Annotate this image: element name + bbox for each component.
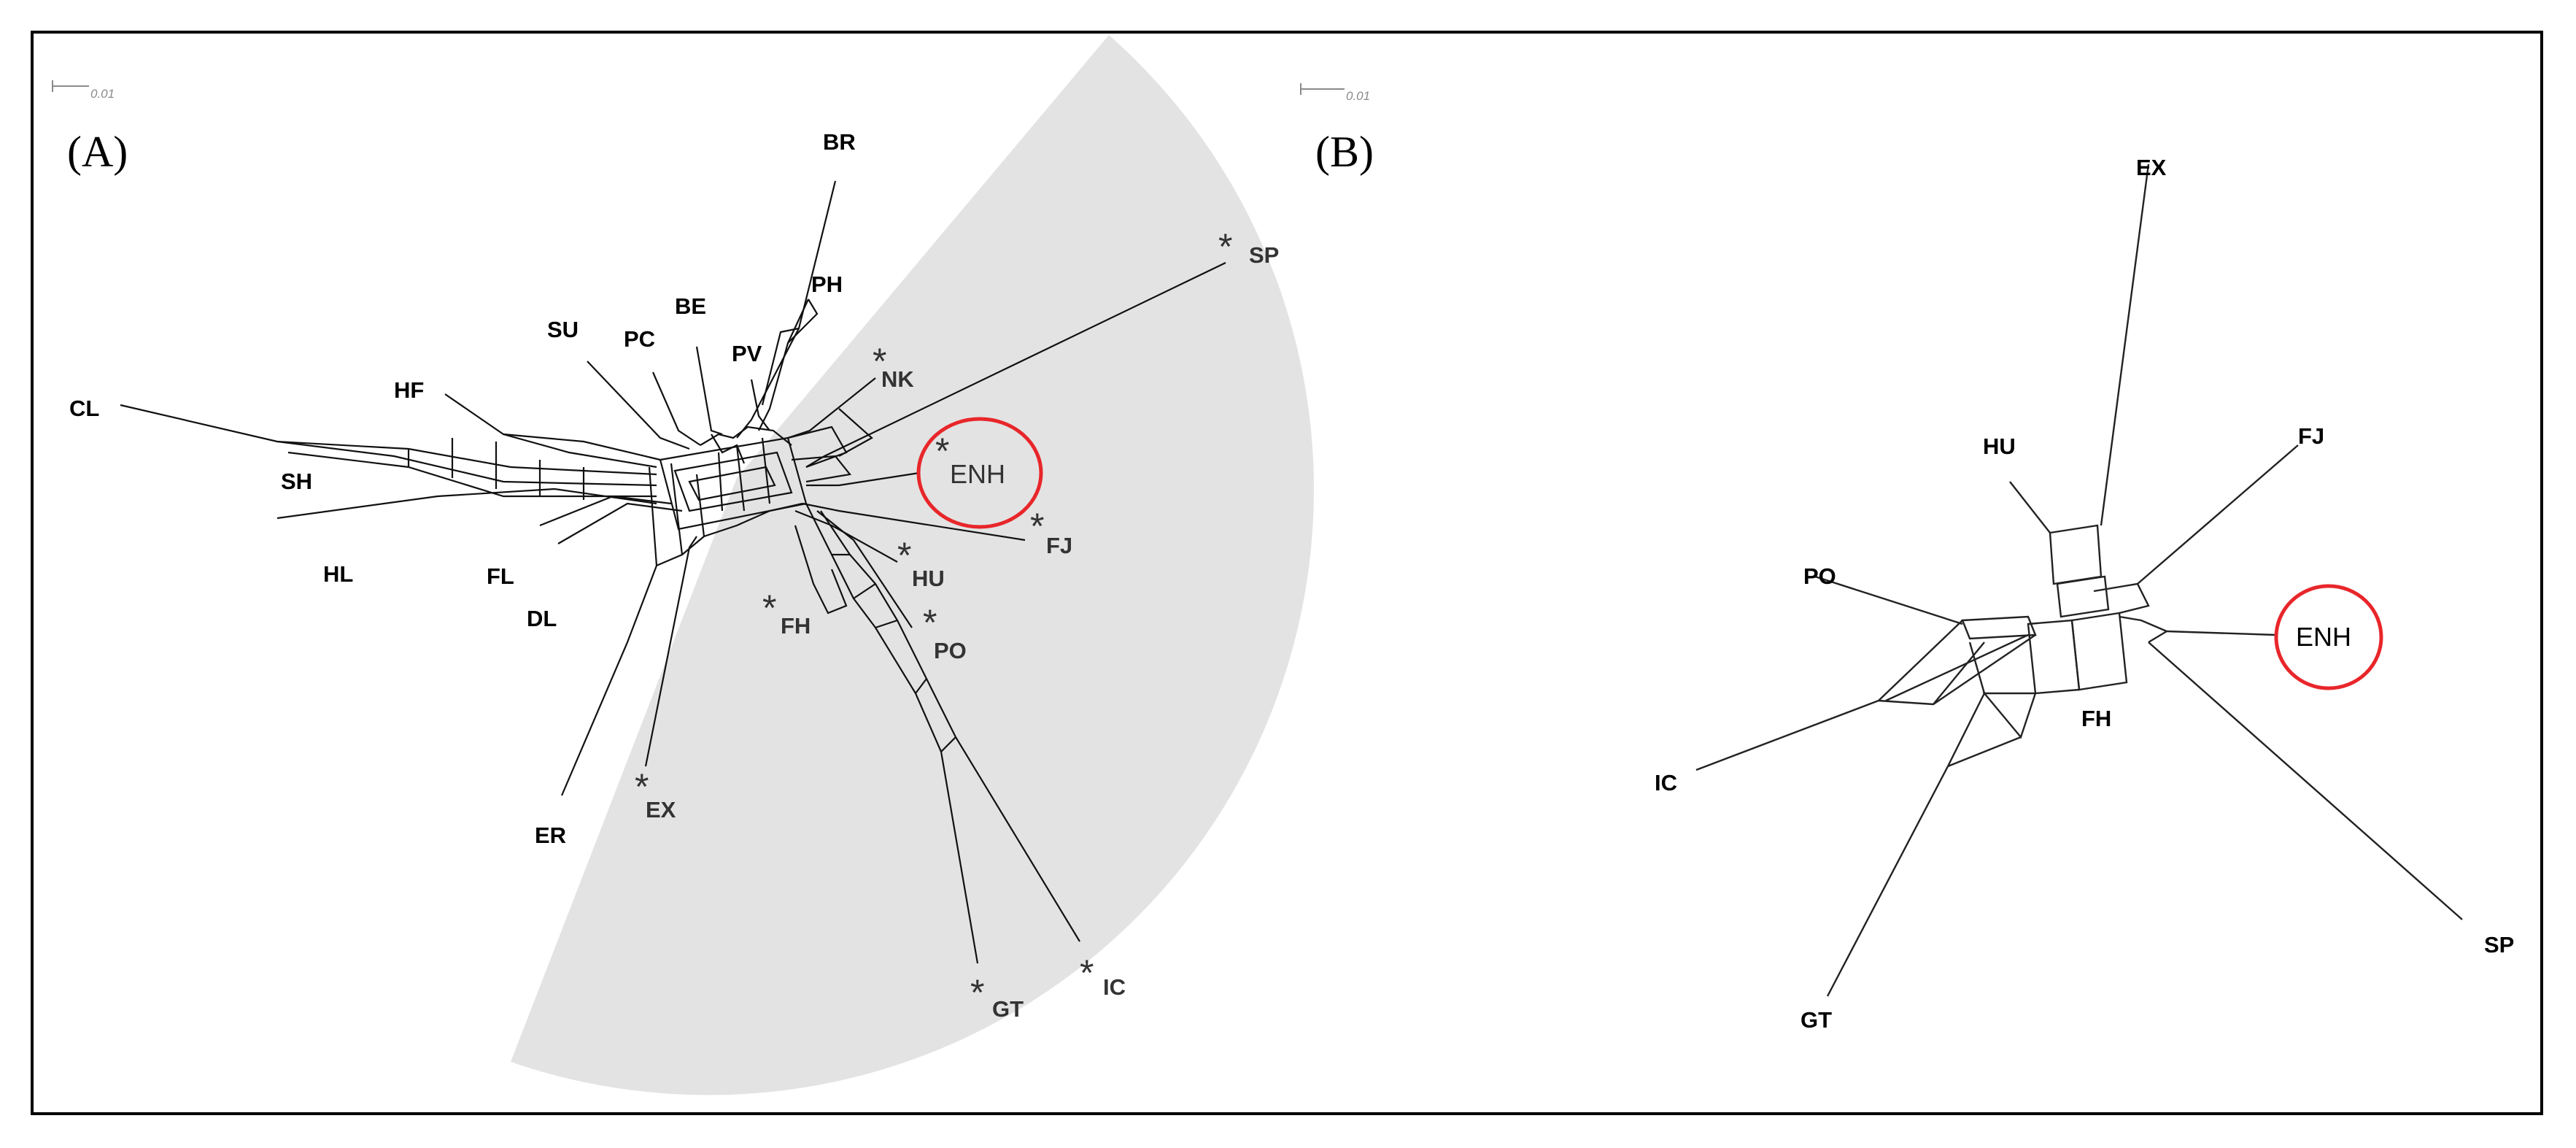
taxon-label-be: BE (675, 293, 706, 319)
taxon-label-pv: PV (732, 341, 762, 366)
marked-taxa-a: * SP * NK * ENH * FJ * HU * FH * PO * EX… (635, 226, 1279, 1022)
panel-label-b: (B) (1315, 128, 1374, 176)
taxon-label-enh: ENH (2296, 622, 2351, 652)
shaded-wedge (511, 35, 1314, 1095)
taxon-label-br: BR (823, 129, 856, 155)
asterisk-marker: * (923, 602, 937, 643)
taxa-labels-b: EX HU FJ PO ENH FH IC GT SP (1655, 155, 2514, 1033)
taxon-label-ic: IC (1655, 770, 1677, 795)
taxon-label-sp: SP (2484, 932, 2514, 958)
asterisk-marker: * (1080, 952, 1094, 993)
network-branches-upper-a (736, 180, 1226, 468)
asterisk-marker: * (897, 535, 911, 576)
taxon-label-ph: PH (811, 271, 843, 297)
taxon-label-hf: HF (394, 377, 424, 403)
taxon-label-ic: IC (1103, 974, 1126, 1000)
asterisk-marker: * (970, 972, 984, 1013)
figure-frame (31, 31, 2543, 1115)
taxon-label-su: SU (547, 317, 579, 342)
taxon-label-sp: SP (1249, 242, 1279, 268)
asterisk-marker: * (1218, 226, 1232, 267)
taxon-label-hu: HU (912, 566, 945, 591)
taxon-label-gt: GT (1801, 1007, 1832, 1033)
taxon-label-fj: FJ (1046, 533, 1072, 558)
asterisk-marker: * (935, 431, 949, 471)
taxon-label-po: PO (1803, 563, 1836, 589)
taxon-label-dl: DL (527, 606, 557, 631)
taxon-label-ex: EX (2136, 155, 2167, 180)
asterisk-marker: * (1030, 506, 1044, 547)
taxon-label-fl: FL (487, 563, 514, 589)
panel-b: 0.01 (B) (1300, 83, 2514, 1033)
scale-label-a: 0.01 (90, 87, 115, 101)
taxon-label-pc: PC (624, 326, 655, 352)
taxon-label-fh: FH (781, 613, 811, 639)
asterisk-marker: * (873, 341, 886, 382)
taxa-labels-a: BR PH BE PC SU PV HF CL SH HL FL DL ER (69, 129, 856, 848)
taxon-label-sh: SH (281, 469, 312, 494)
taxon-label-gt: GT (992, 996, 1024, 1022)
taxon-label-hu: HU (1983, 434, 2016, 459)
network-b (1695, 163, 2463, 997)
taxon-label-cl: CL (69, 396, 99, 421)
network-branches-left-a (120, 346, 723, 796)
highlight-circle (2274, 584, 2383, 690)
taxon-label-er: ER (535, 823, 566, 848)
panel-a: 0.01 (A) (52, 35, 1314, 1095)
panel-label-a: (A) (67, 128, 128, 176)
network-branches-right-a (794, 471, 1080, 964)
scale-label-b: 0.01 (1346, 89, 1370, 103)
taxon-label-po: PO (934, 638, 967, 663)
taxon-label-ex: EX (646, 797, 676, 823)
scale-bar-a: 0.01 (52, 80, 115, 101)
asterisk-marker: * (762, 588, 776, 628)
taxon-label-enh: ENH (950, 459, 1005, 489)
scale-bar-b: 0.01 (1300, 83, 1370, 103)
highlight-circle (916, 417, 1043, 529)
asterisk-marker: * (635, 766, 649, 807)
taxon-label-fh: FH (2081, 706, 2111, 731)
taxon-label-nk: NK (881, 366, 914, 392)
taxon-label-hl: HL (323, 561, 353, 587)
taxon-label-fj: FJ (2298, 423, 2324, 449)
